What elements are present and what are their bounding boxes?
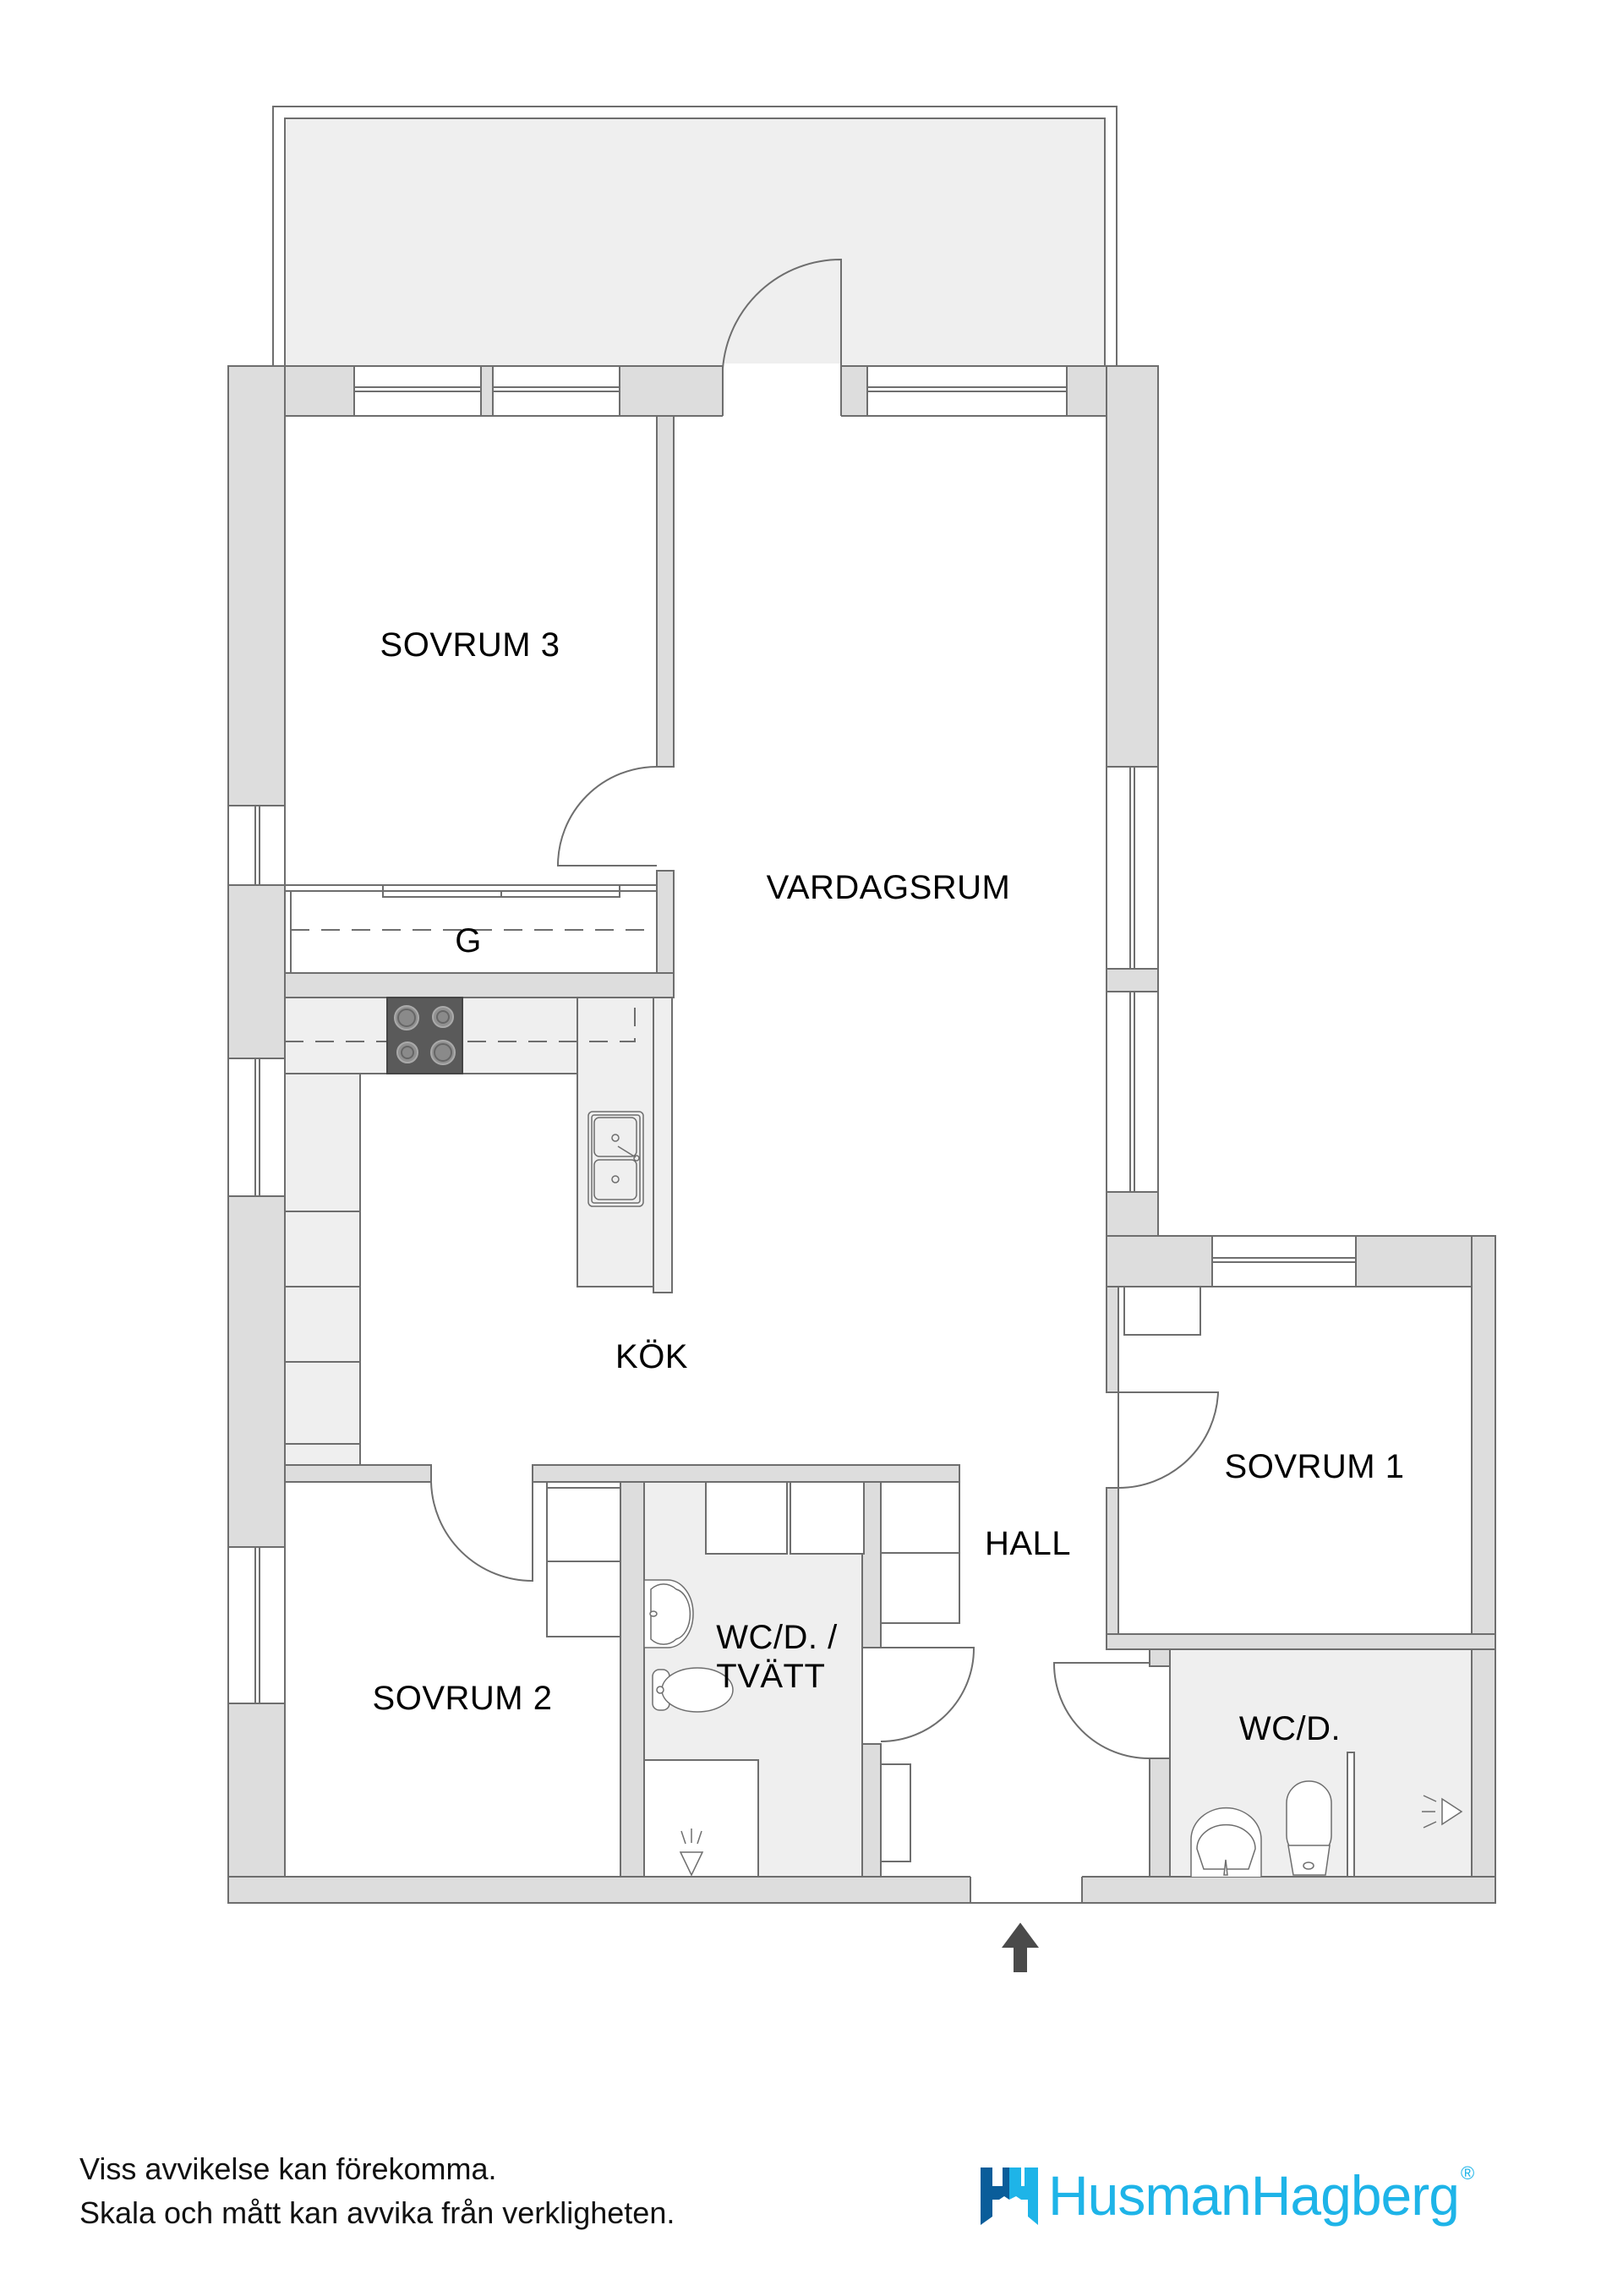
wcd-shower-icon [1422, 1795, 1463, 1829]
room-label-wc-tvatt-line2: TVÄTT [716, 1658, 826, 1695]
brand-name: HusmanHagberg [1048, 2164, 1460, 2227]
room-label-sovrum3: SOVRUM 3 [380, 626, 560, 664]
room-label-wc-tvatt-line1: WC/D. / [716, 1619, 838, 1656]
hall-wardrobe [880, 1481, 960, 1862]
registered-mark: ® [1460, 2162, 1475, 2184]
wardrobe [284, 884, 658, 974]
entrance-arrow-icon [1002, 1922, 1039, 1972]
floor-plan [227, 106, 1496, 1972]
hob-icon [386, 997, 463, 1074]
wcd-washbasin-icon [1190, 1807, 1262, 1877]
room-label-sovrum2: SOVRUM 2 [372, 1680, 553, 1717]
disclaimer-line-1: Viss avvikelse kan förekomma. [79, 2151, 497, 2186]
disclaimer-line-2: Skala och mått kan avvika från verklighe… [79, 2195, 675, 2230]
wcd-door [1052, 1662, 1150, 1760]
left-windows [227, 805, 286, 1704]
sovrum2-wardrobe [546, 1481, 621, 1637]
toilet-icon [652, 1667, 734, 1713]
sovrum2-door [430, 1481, 533, 1583]
sovrum1-window [1211, 1235, 1357, 1287]
double-sink-icon [587, 1111, 644, 1207]
room-label-wc-tvatt: WC/D. / TVÄTT [716, 1618, 837, 1696]
room-label-hall: HALL [984, 1525, 1072, 1562]
sovrum1-door [1118, 1391, 1220, 1490]
room-label-vardagsrum: VARDAGSRUM [766, 869, 1011, 906]
sovrum1-room [1118, 1286, 1473, 1635]
room-label-sovrum1: SOVRUM 1 [1224, 1448, 1405, 1485]
balcony [272, 106, 1118, 369]
husmanhagberg-logo-icon [981, 2168, 1038, 2225]
sovrum3-door [556, 766, 658, 866]
balcony-door [722, 258, 842, 369]
disclaimer: Viss avvikelse kan förekomma. Skala och … [79, 2147, 675, 2235]
kitchen-counters [284, 997, 673, 1466]
room-label-wcd: WC/D. [1238, 1710, 1342, 1747]
room-label-garderob: G [455, 922, 482, 959]
room-label-kok: KÖK [615, 1338, 688, 1375]
right-windows [1106, 766, 1159, 1193]
wc-tvatt-door [880, 1647, 975, 1742]
brand-logo: HusmanHagberg ® [981, 2162, 1474, 2227]
wcd-toilet-icon [1286, 1780, 1332, 1876]
top-windows [353, 364, 1068, 418]
shower-icon [679, 1829, 704, 1877]
entrance-opening [970, 1875, 1082, 1905]
washbasin-icon [643, 1579, 694, 1648]
